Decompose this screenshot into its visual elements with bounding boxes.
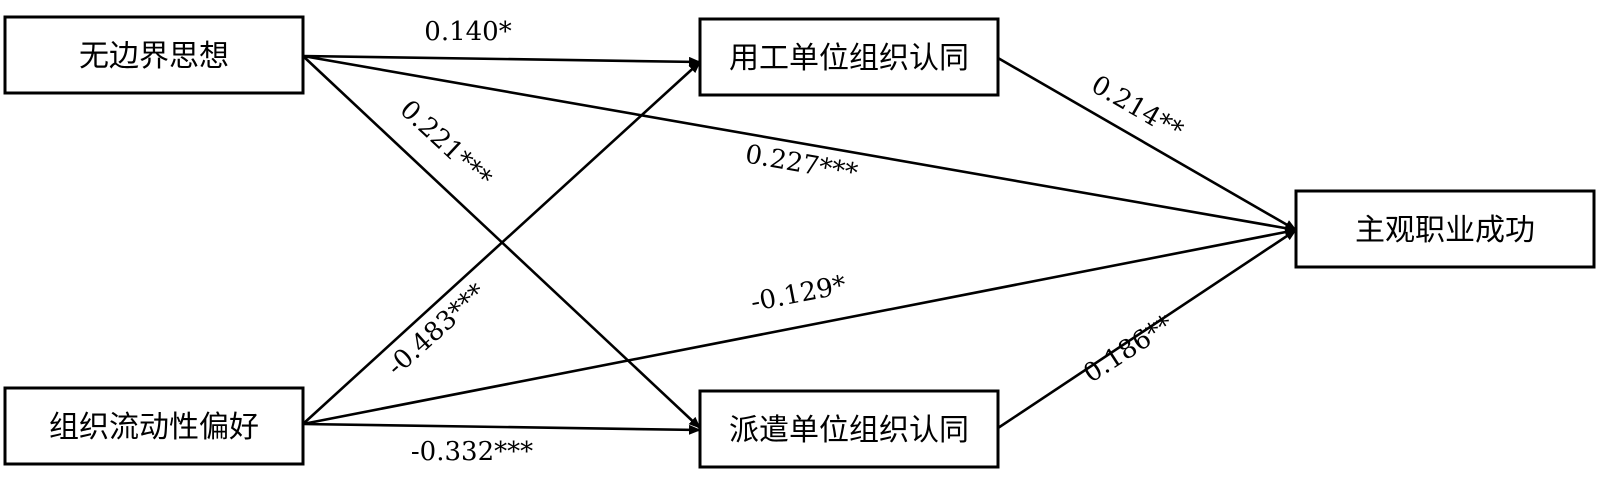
edge-mobility-to-agency — [302, 422, 701, 435]
node-agency-identification-label: 派遣单位组织认同 — [729, 413, 969, 448]
node-employer-identification-label: 用工单位组织认同 — [729, 41, 969, 76]
coef-boundaryless-employer: 0.140* — [424, 17, 511, 47]
node-employer-identification: 用工单位组织认同 — [698, 17, 1000, 97]
edge-mobility-to-success — [302, 227, 1297, 426]
coef-mobility-employer: -0.483*** — [381, 278, 492, 382]
coef-employer-success: 0.214** — [1086, 70, 1188, 146]
edge-boundaryless-to-success — [302, 54, 1297, 234]
node-career-success-label: 主观职业成功 — [1355, 213, 1535, 248]
edge-employer-to-success — [997, 56, 1297, 232]
edge-boundaryless-to-employer — [302, 54, 701, 67]
coef-mobility-success: -0.129* — [748, 270, 848, 318]
edge-agency-to-success — [997, 228, 1297, 430]
coef-agency-success: 0.186** — [1078, 309, 1179, 389]
node-mobility: 组织流动性偏好 — [3, 386, 305, 466]
node-boundaryless: 无边界思想 — [3, 15, 305, 95]
node-agency-identification: 派遣单位组织认同 — [698, 389, 1000, 469]
node-mobility-label: 组织流动性偏好 — [49, 410, 259, 445]
coef-boundaryless-agency: 0.221*** — [394, 94, 497, 193]
coef-mobility-agency: -0.332*** — [411, 437, 533, 467]
coef-boundaryless-success: 0.227*** — [743, 140, 860, 189]
node-boundaryless-label: 无边界思想 — [79, 39, 229, 74]
node-career-success: 主观职业成功 — [1294, 189, 1596, 269]
edge-mobility-to-employer — [302, 61, 701, 425]
